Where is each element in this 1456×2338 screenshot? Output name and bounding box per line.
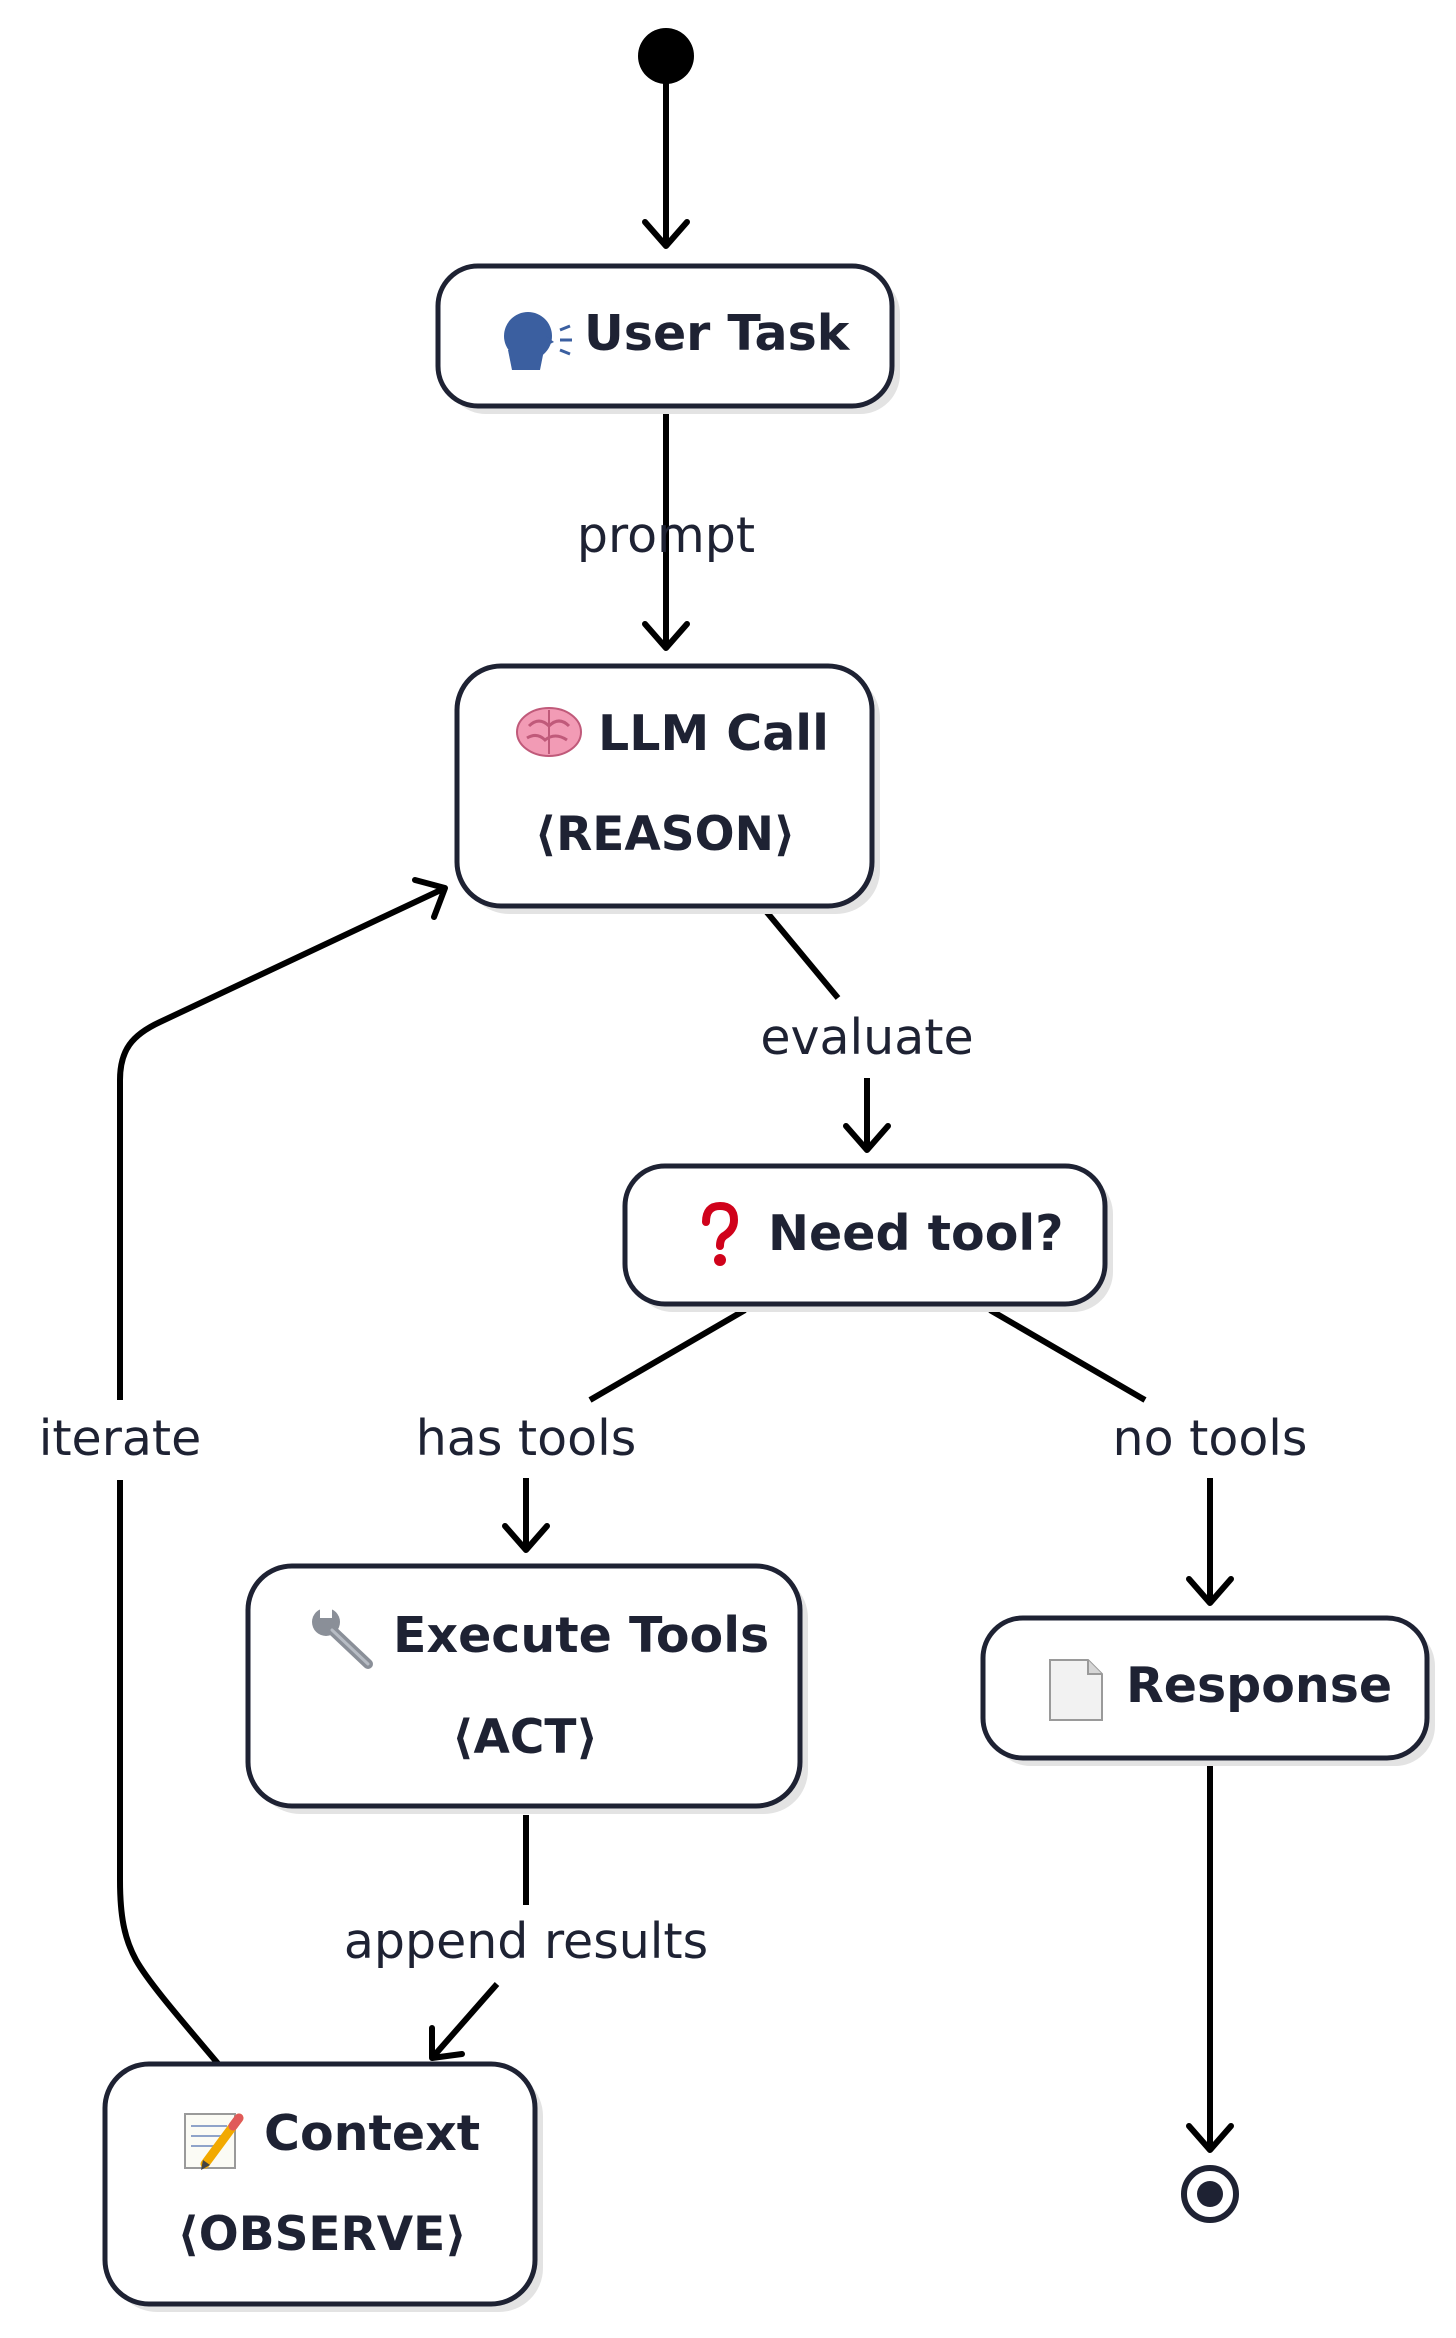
wrench-icon — [312, 1608, 373, 1669]
node-title-need-tool: Need tool? — [768, 1205, 1064, 1262]
node-title-response: Response — [1126, 1657, 1392, 1714]
edge-start-to-user-task — [642, 60, 690, 249]
document-icon — [1049, 1659, 1103, 1721]
node-title-execute-tools: Execute Tools — [393, 1607, 769, 1664]
edge-label-append-results: append results — [344, 1913, 708, 1970]
edge-iterate — [117, 877, 448, 2074]
edge-label-has-tools: has tools — [416, 1410, 637, 1467]
node-execute-tools[interactable]: Execute Tools ⟨ACT⟩ — [245, 1563, 808, 1814]
node-title-context: Context — [264, 2105, 480, 2162]
memo-icon — [184, 2113, 244, 2170]
brain-icon — [516, 707, 582, 757]
node-response[interactable]: Response — [980, 1615, 1435, 1766]
speaking-head-icon — [504, 312, 572, 370]
edge-response-to-end — [1186, 1765, 1234, 2153]
node-context[interactable]: Context ⟨OBSERVE⟩ — [102, 2061, 543, 2312]
node-llm-call[interactable]: LLM Call ⟨REASON⟩ — [454, 663, 880, 914]
edge-no-tools — [988, 1307, 1234, 1606]
node-subtitle-context: ⟨OBSERVE⟩ — [177, 2207, 466, 2262]
node-subtitle-llm-call: ⟨REASON⟩ — [535, 807, 796, 862]
edge-label-iterate: iterate — [39, 1410, 202, 1467]
end-node — [1181, 2165, 1239, 2223]
edge-label-no-tools: no tools — [1113, 1410, 1308, 1467]
node-need-tool[interactable]: Need tool? — [622, 1163, 1113, 1312]
node-subtitle-execute-tools: ⟨ACT⟩ — [452, 1710, 598, 1765]
question-mark-icon — [702, 1201, 739, 1266]
edge-prompt — [642, 408, 690, 651]
edge-has-tools — [502, 1307, 747, 1553]
node-user-task[interactable]: User Task — [435, 263, 900, 414]
start-node — [638, 28, 694, 84]
edge-label-evaluate: evaluate — [760, 1009, 973, 1066]
node-title-user-task: User Task — [584, 305, 851, 362]
edge-label-prompt: prompt — [577, 507, 755, 564]
node-title-llm-call: LLM Call — [598, 705, 829, 762]
edge-evaluate — [762, 908, 891, 1153]
edge-append-results — [429, 1815, 529, 2061]
